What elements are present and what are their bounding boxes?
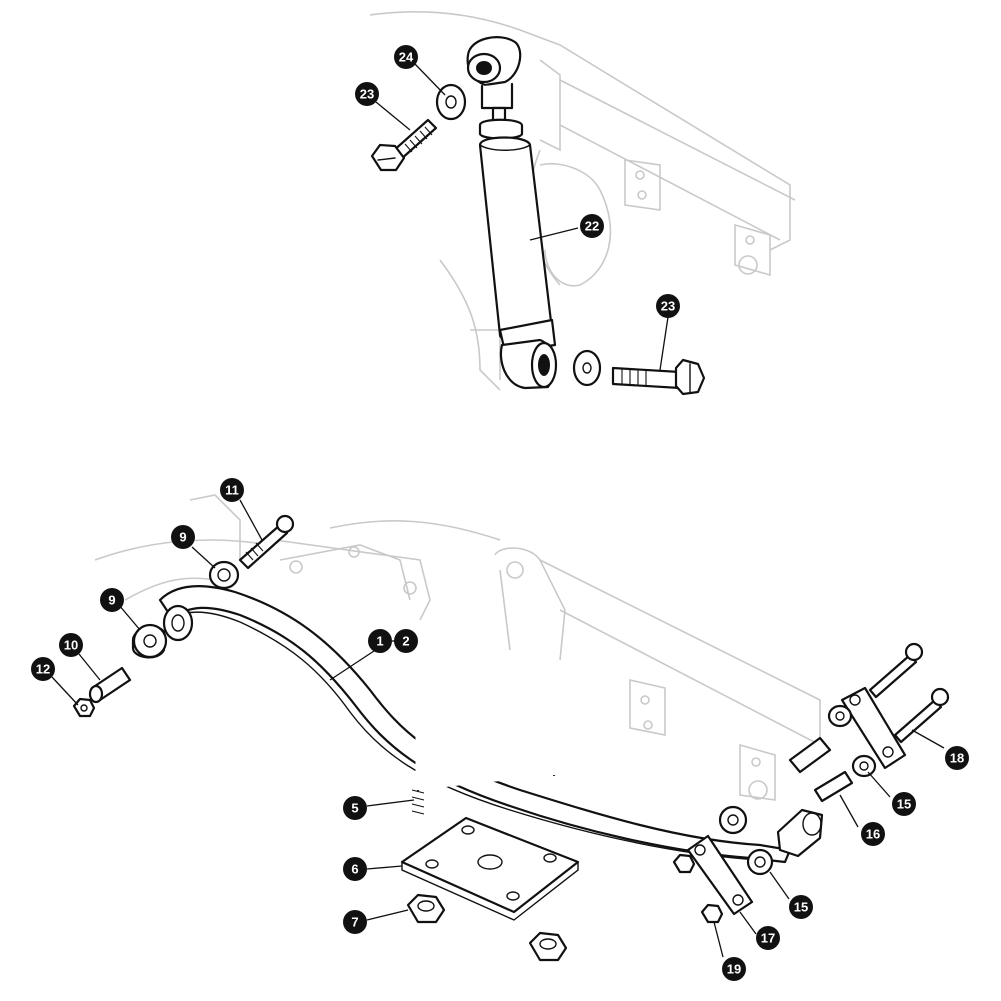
leader-lines — [51, 63, 945, 958]
callout-19: 19 — [722, 957, 746, 981]
svg-text:15: 15 — [897, 797, 911, 812]
bolt-23-upper — [370, 118, 438, 172]
nut-19b — [700, 903, 724, 924]
svg-text:22: 22 — [585, 219, 599, 234]
pin-16 — [813, 770, 854, 803]
callout-1: 1 — [368, 629, 392, 653]
callout-23: 23 — [355, 82, 379, 106]
callout-9: 9 — [100, 588, 124, 612]
bolt-23-lower — [611, 358, 706, 396]
spring-plate — [400, 816, 580, 921]
svg-text:18: 18 — [950, 751, 964, 766]
bolt-18a — [868, 642, 924, 699]
callout-2: 2 — [394, 629, 418, 653]
svg-text:9: 9 — [179, 530, 186, 545]
svg-text:2: 2 — [402, 634, 409, 649]
callout-15: 15 — [789, 895, 813, 919]
washer-lower — [572, 349, 602, 387]
svg-text:11: 11 — [225, 483, 239, 498]
callout-16: 16 — [861, 822, 885, 846]
svg-text:6: 6 — [351, 862, 358, 877]
svg-text:1: 1 — [376, 634, 383, 649]
bushing-15-lower — [746, 848, 774, 876]
bushing-15-upper-a — [827, 704, 853, 728]
bolt-11 — [238, 514, 295, 570]
callout-10: 10 — [59, 633, 83, 657]
callout-18: 18 — [945, 746, 969, 770]
svg-text:15: 15 — [794, 900, 808, 915]
callout-12: 12 — [31, 657, 55, 681]
pin-10 — [88, 666, 132, 704]
nut-7a — [406, 893, 446, 924]
lower-frame-background — [94, 494, 821, 801]
shackle-plate-upper — [840, 686, 907, 770]
svg-text:5: 5 — [351, 801, 358, 816]
svg-text:23: 23 — [360, 87, 374, 102]
callout-11: 11 — [220, 478, 244, 502]
washer-24 — [435, 83, 467, 121]
callout-24: 24 — [394, 45, 418, 69]
nut-7b — [528, 931, 568, 962]
bolt-18b — [893, 687, 950, 744]
callout-22: 22 — [580, 214, 604, 238]
callout-9: 9 — [171, 525, 195, 549]
bushing-15-upper-b — [851, 754, 877, 778]
shackle-plate-lower — [686, 834, 754, 916]
svg-text:23: 23 — [661, 299, 675, 314]
svg-text:12: 12 — [36, 662, 50, 677]
u-bolt — [411, 667, 557, 815]
svg-text:10: 10 — [64, 638, 78, 653]
svg-text:7: 7 — [351, 915, 358, 930]
svg-text:19: 19 — [727, 962, 741, 977]
callout-23: 23 — [656, 294, 680, 318]
svg-text:24: 24 — [399, 50, 414, 65]
rear-spring-eye — [718, 805, 824, 858]
callout-17: 17 — [756, 926, 780, 950]
callout-6: 6 — [343, 857, 367, 881]
callout-7: 7 — [343, 910, 367, 934]
svg-text:9: 9 — [108, 593, 115, 608]
callout-15: 15 — [892, 792, 916, 816]
bushing-9-lower — [131, 623, 168, 659]
svg-text:16: 16 — [866, 827, 880, 842]
shock-absorber — [466, 36, 558, 390]
nut-12 — [72, 697, 96, 718]
bushing-9-upper — [208, 560, 240, 590]
upper-frame-background — [369, 10, 796, 391]
svg-text:17: 17 — [761, 931, 775, 946]
nut-19a — [672, 853, 696, 874]
callout-5: 5 — [343, 796, 367, 820]
sleeve-frame — [788, 736, 832, 774]
